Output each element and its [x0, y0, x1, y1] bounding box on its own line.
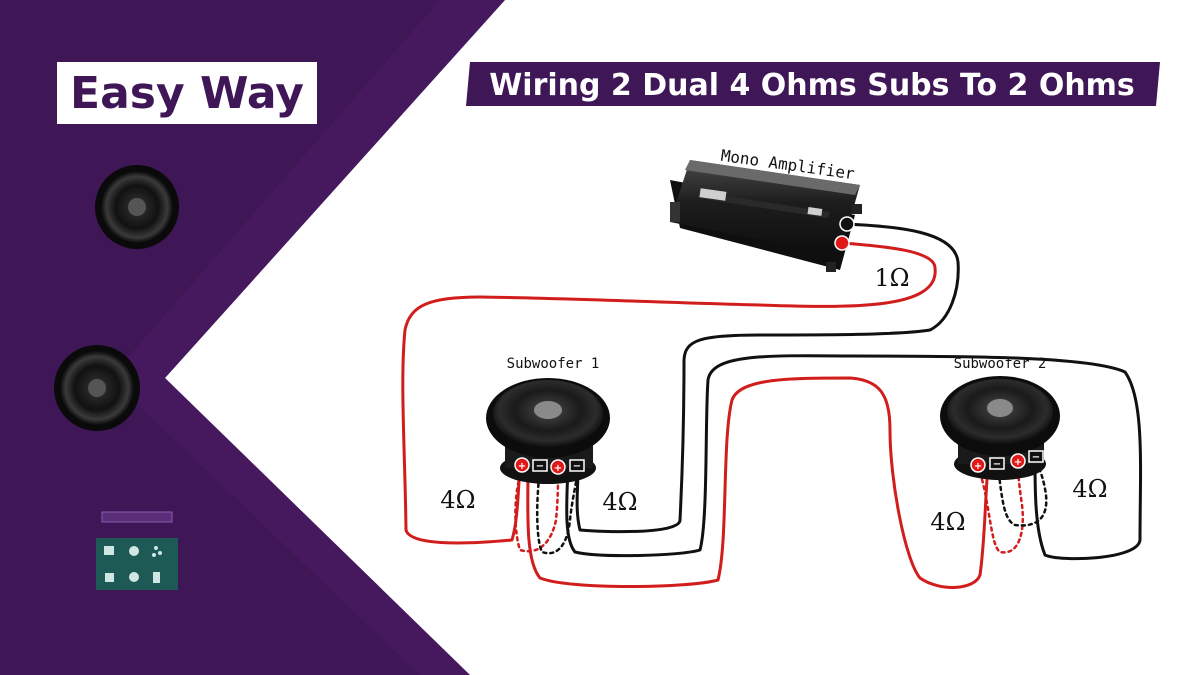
plus-glyph: + [974, 461, 982, 472]
sub1-negative-terminal [532, 459, 548, 472]
wiring [401, 222, 1143, 589]
title-banner: Wiring 2 Dual 4 Ohms Subs To 2 Ohms [466, 62, 1160, 106]
sub2-positive-terminal [970, 457, 986, 473]
amp-negative-terminal [839, 216, 855, 232]
minus-glyph: − [573, 461, 581, 472]
coil-jumper [535, 468, 580, 555]
minus-glyph: − [1032, 452, 1040, 463]
watermark-logo [96, 511, 178, 590]
plus-glyph: + [1014, 457, 1022, 468]
sub2-negative-terminal [1028, 450, 1044, 463]
coil-jumper [976, 460, 1024, 554]
subwoofer-2-label: Subwoofer 2 [954, 356, 1047, 372]
positive-wire [401, 241, 937, 545]
sub1-left-coil-label: 4Ω [440, 486, 475, 514]
sub1-right-coil-label: 4Ω [602, 488, 637, 516]
amp-positive-terminal [834, 235, 850, 251]
sub2-right-coil-label: 4Ω [1072, 475, 1107, 503]
sub2-negative-terminal [989, 457, 1005, 470]
mono-amplifier: Mono Amplifier [670, 146, 862, 272]
minus-glyph: − [993, 459, 1001, 470]
subwoofer-1-label: Subwoofer 1 [507, 356, 600, 372]
coil-jumper [514, 466, 560, 553]
speaker-icon [95, 165, 179, 249]
sub2-left-coil-label: 4Ω [930, 508, 965, 536]
plus-glyph: + [554, 463, 562, 474]
speaker-icon [54, 345, 140, 431]
badge-text: Easy Way [70, 68, 304, 119]
page-title: Wiring 2 Dual 4 Ohms Subs To 2 Ohms [489, 68, 1135, 103]
minus-glyph: − [536, 461, 544, 472]
sub2-positive-terminal [1010, 453, 1026, 469]
sub1-positive-terminal [550, 459, 566, 475]
subwoofer-1: Subwoofer 1 + + − − [486, 356, 610, 484]
negative-wire [565, 354, 1143, 561]
sub1-negative-terminal [569, 459, 585, 472]
sub1-positive-terminal [514, 457, 530, 473]
plus-glyph: + [518, 461, 526, 472]
subwoofer-2: Subwoofer 2 + + − − [940, 356, 1060, 480]
positive-wire [526, 376, 990, 589]
coil-jumper [996, 458, 1048, 527]
amp-load-label: 1Ω [874, 264, 909, 292]
easy-way-badge: Easy Way [57, 62, 317, 124]
negative-wire [575, 222, 960, 534]
